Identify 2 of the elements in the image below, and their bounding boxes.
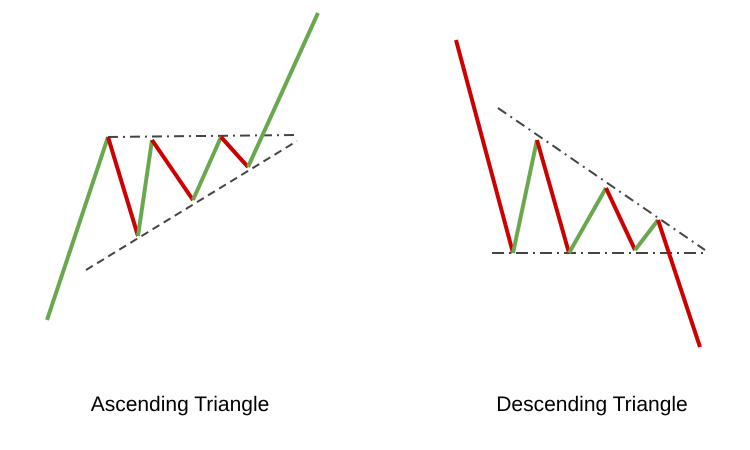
pattern-caption: Ascending Triangle xyxy=(90,393,270,416)
pattern-caption: Descending Triangle xyxy=(496,393,688,416)
